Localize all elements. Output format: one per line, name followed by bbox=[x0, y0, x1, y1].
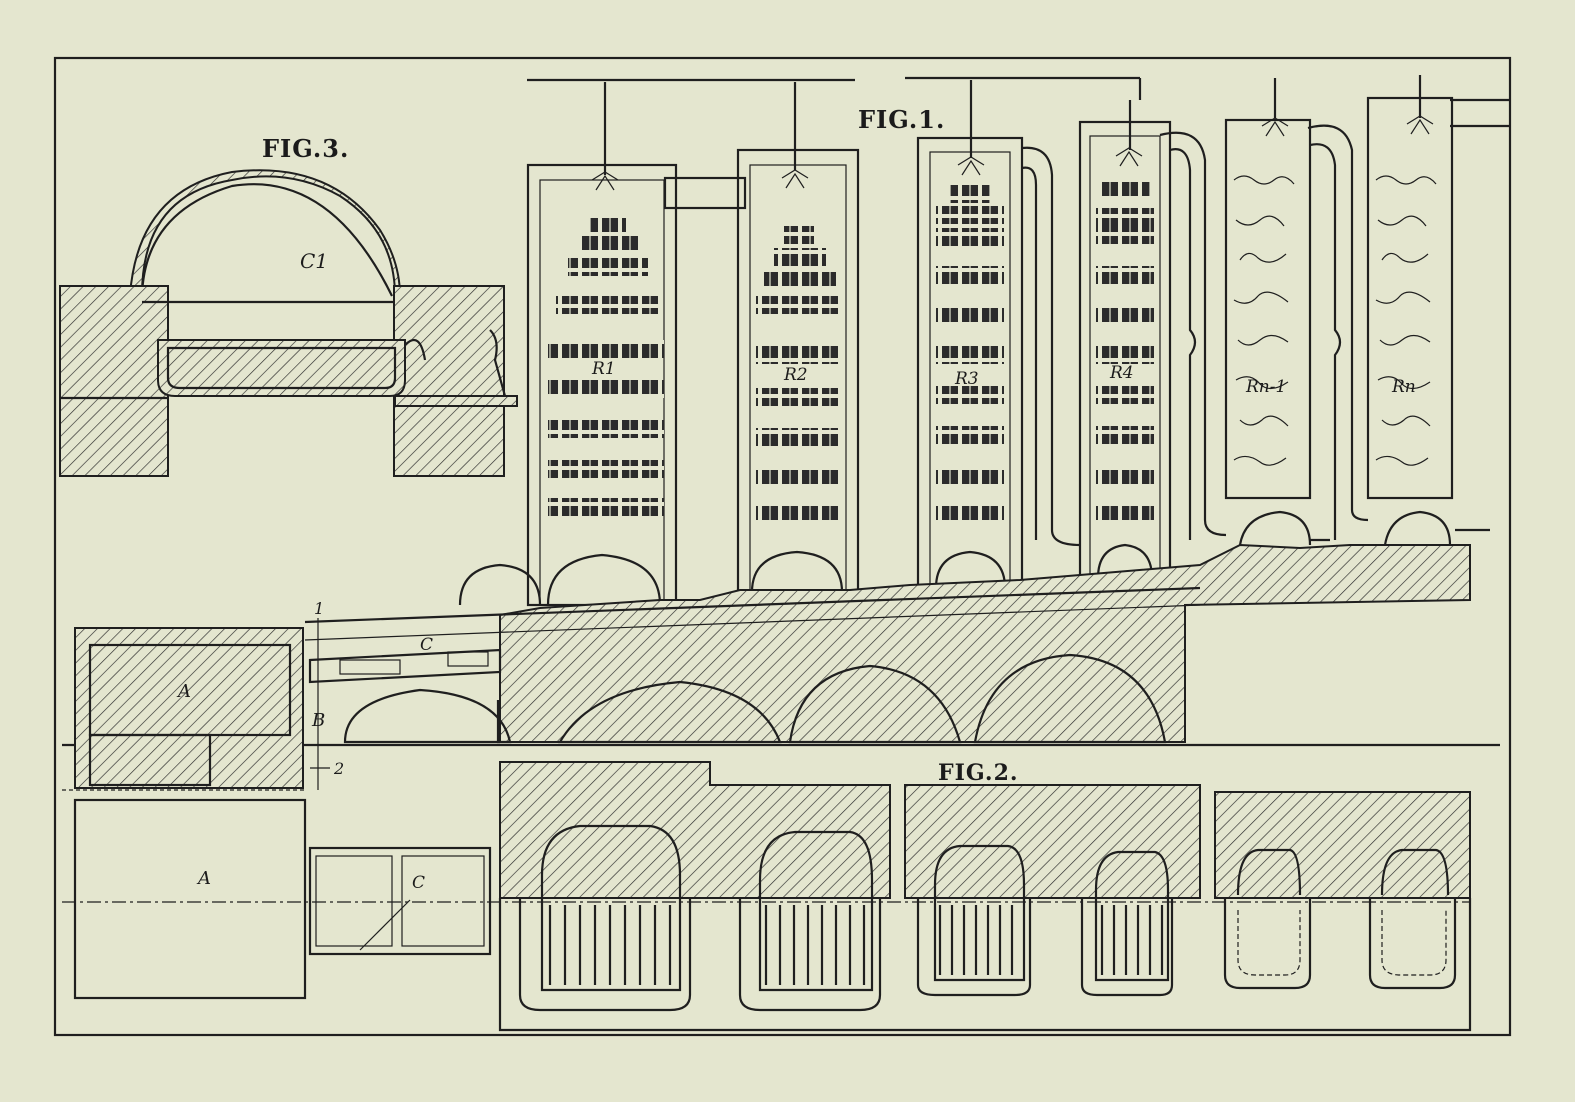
label-rn: Rn bbox=[1391, 377, 1416, 397]
label-c1: C1 bbox=[300, 249, 328, 273]
label-r2: R2 bbox=[783, 365, 808, 385]
tower-rn: Rn bbox=[1368, 98, 1452, 498]
label-c-bottom: C bbox=[412, 873, 425, 893]
label-mark-1: 1 bbox=[314, 599, 324, 618]
fig1-title: FIG.1. bbox=[858, 105, 945, 134]
label-r3: R3 bbox=[954, 369, 979, 389]
label-r4: R4 bbox=[1109, 363, 1134, 383]
tower-r1: R1 bbox=[528, 165, 676, 605]
fig2-title: FIG.2. bbox=[938, 760, 1019, 786]
figure-2-plan: FIG.2. A C bbox=[62, 760, 1470, 1030]
figure-1-elevation: FIG.1. R1 bbox=[62, 75, 1510, 790]
furnace-base bbox=[500, 545, 1470, 742]
fig3-dome bbox=[130, 170, 400, 296]
fig3-left-wall bbox=[60, 286, 168, 476]
fig3-title: FIG.3. bbox=[262, 134, 349, 163]
fig3-right-wall bbox=[394, 286, 504, 476]
tower-r3: R3 bbox=[918, 138, 1022, 588]
figure-3-section: FIG.3. C1 bbox=[60, 134, 517, 476]
tower-r4: R4 bbox=[1080, 122, 1170, 578]
label-rn-1: Rn-1 bbox=[1245, 377, 1286, 397]
label-r1: R1 bbox=[591, 359, 616, 379]
label-a-bottom: A bbox=[196, 868, 211, 889]
tower-r2: R2 bbox=[738, 150, 858, 592]
label-mark-2: 2 bbox=[333, 759, 344, 778]
tower-rn-1: Rn-1 bbox=[1226, 120, 1310, 498]
label-a-top: A bbox=[176, 681, 191, 702]
label-c-top: C bbox=[420, 635, 433, 655]
